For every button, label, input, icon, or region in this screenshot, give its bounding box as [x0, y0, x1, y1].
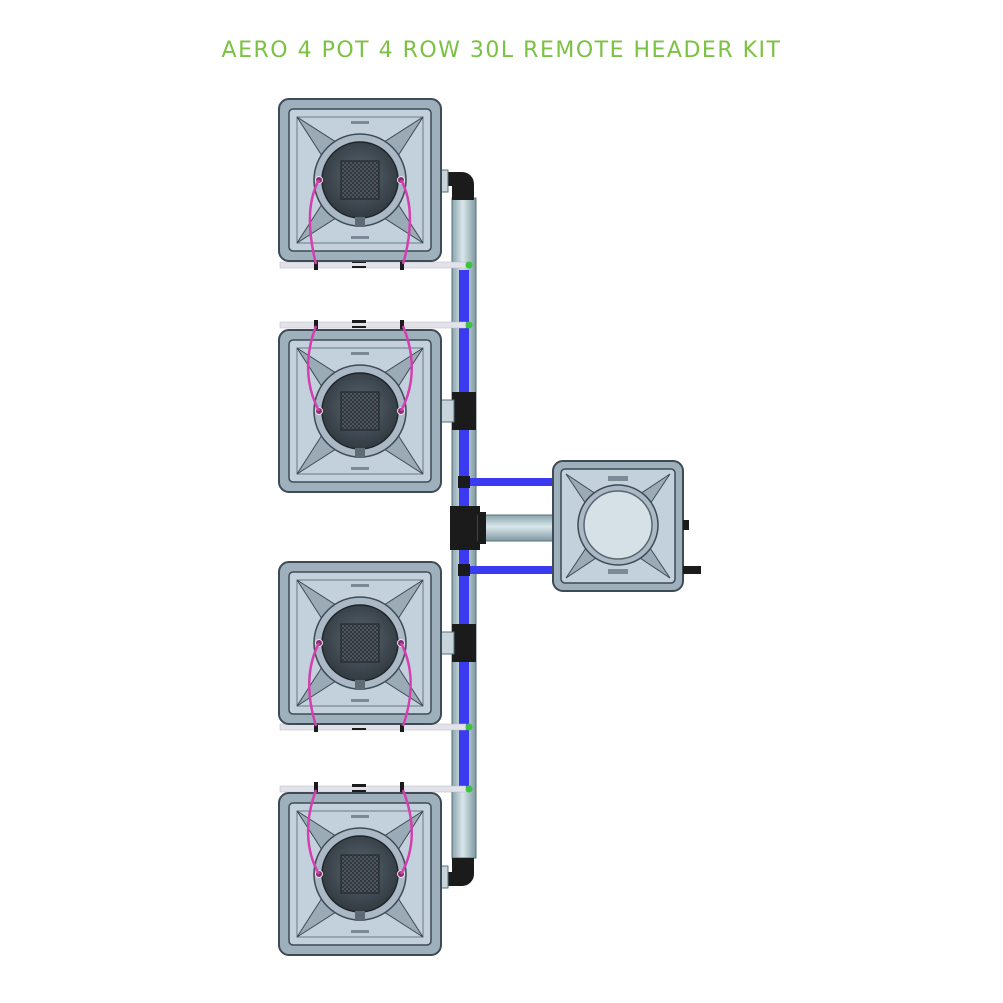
center-cross-fitting — [450, 506, 480, 550]
reservoir-link-pipe — [477, 514, 557, 542]
grow-pot-2 — [278, 329, 442, 493]
drip-tubes — [306, 179, 413, 875]
reservoir-tank — [552, 460, 684, 592]
tee-fitting — [452, 392, 476, 430]
reservoir-plug — [683, 520, 689, 530]
feed-line-upper — [468, 478, 556, 486]
page-title: AERO 4 POT 4 ROW 30L REMOTE HEADER KIT — [221, 38, 782, 63]
bottom-elbow-fitting — [442, 858, 474, 886]
top-elbow-fitting — [442, 172, 474, 200]
feed-line-lower — [468, 566, 556, 574]
tee-fitting — [452, 624, 476, 662]
grow-pot-4 — [278, 792, 442, 956]
grow-pot-1 — [278, 98, 442, 262]
reservoir-pump-cable — [683, 566, 701, 574]
feed-clip — [458, 476, 470, 488]
grow-pot-3 — [278, 561, 442, 725]
reservoir-link-collar — [478, 512, 486, 544]
feed-clip — [458, 564, 470, 576]
feed-rail-group — [279, 258, 473, 794]
